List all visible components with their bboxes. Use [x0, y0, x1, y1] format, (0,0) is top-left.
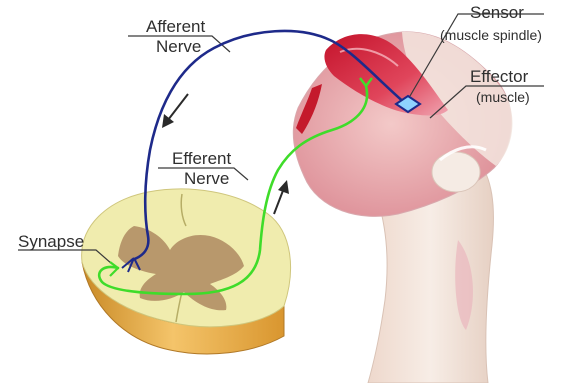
efferent-label-line-2: Nerve [184, 170, 229, 187]
synapse-label: Synapse [18, 233, 84, 250]
effector-sublabel: (muscle) [476, 90, 530, 104]
effector-label: Effector [470, 68, 528, 85]
afferent-label-line-1: Afferent [146, 18, 205, 35]
sensor-label: Sensor [470, 4, 524, 21]
arrow-icon [274, 180, 289, 214]
afferent-label-line-2: Nerve [156, 38, 201, 55]
sensor-sublabel: (muscle spindle) [440, 28, 542, 42]
efferent-label-line-1: Efferent [172, 150, 231, 167]
spinal-cord-cross-section [82, 189, 291, 354]
knee-cap [432, 152, 480, 192]
